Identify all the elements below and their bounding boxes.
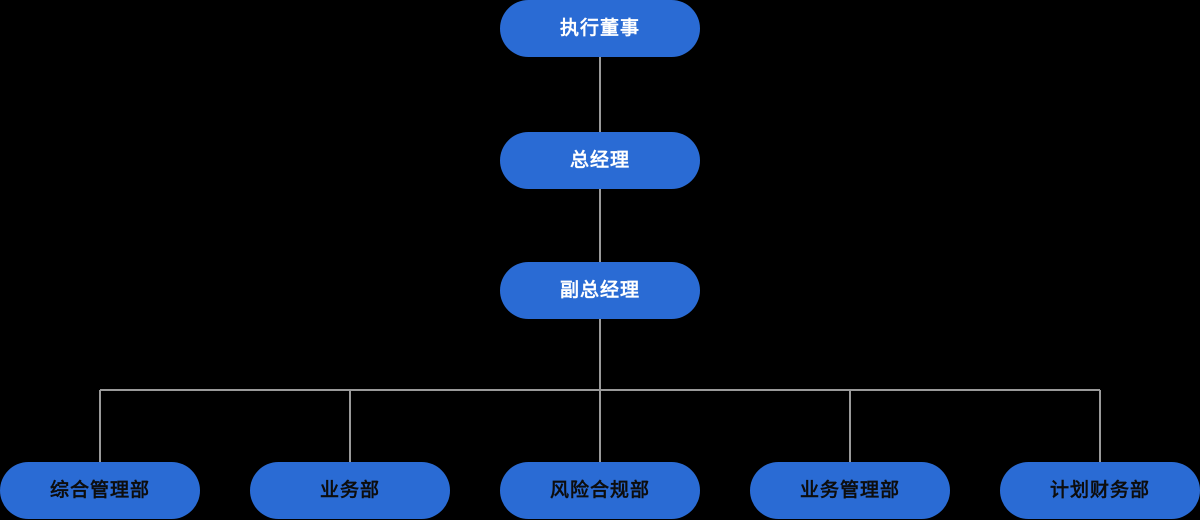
node-general-manager[interactable]: 总经理	[500, 132, 700, 189]
node-dept-business[interactable]: 业务部	[250, 462, 450, 519]
node-label-dept-business: 业务部	[319, 480, 380, 501]
node-label-dept-risk-compliance: 风险合规部	[549, 480, 650, 501]
node-label-executive-director: 执行董事	[559, 18, 640, 39]
node-dept-risk-compliance[interactable]: 风险合规部	[500, 462, 700, 519]
node-dept-planning-finance[interactable]: 计划财务部	[1000, 462, 1200, 519]
node-label-deputy-general-manager: 副总经理	[559, 280, 640, 301]
node-label-dept-planning-finance: 计划财务部	[1049, 480, 1150, 501]
node-label-general-manager: 总经理	[569, 150, 630, 171]
node-dept-business-management[interactable]: 业务管理部	[750, 462, 950, 519]
node-deputy-general-manager[interactable]: 副总经理	[500, 262, 700, 319]
node-dept-general-admin[interactable]: 综合管理部	[0, 462, 200, 519]
node-label-dept-business-management: 业务管理部	[799, 480, 900, 501]
node-label-dept-general-admin: 综合管理部	[49, 480, 150, 501]
node-executive-director[interactable]: 执行董事	[500, 0, 700, 57]
